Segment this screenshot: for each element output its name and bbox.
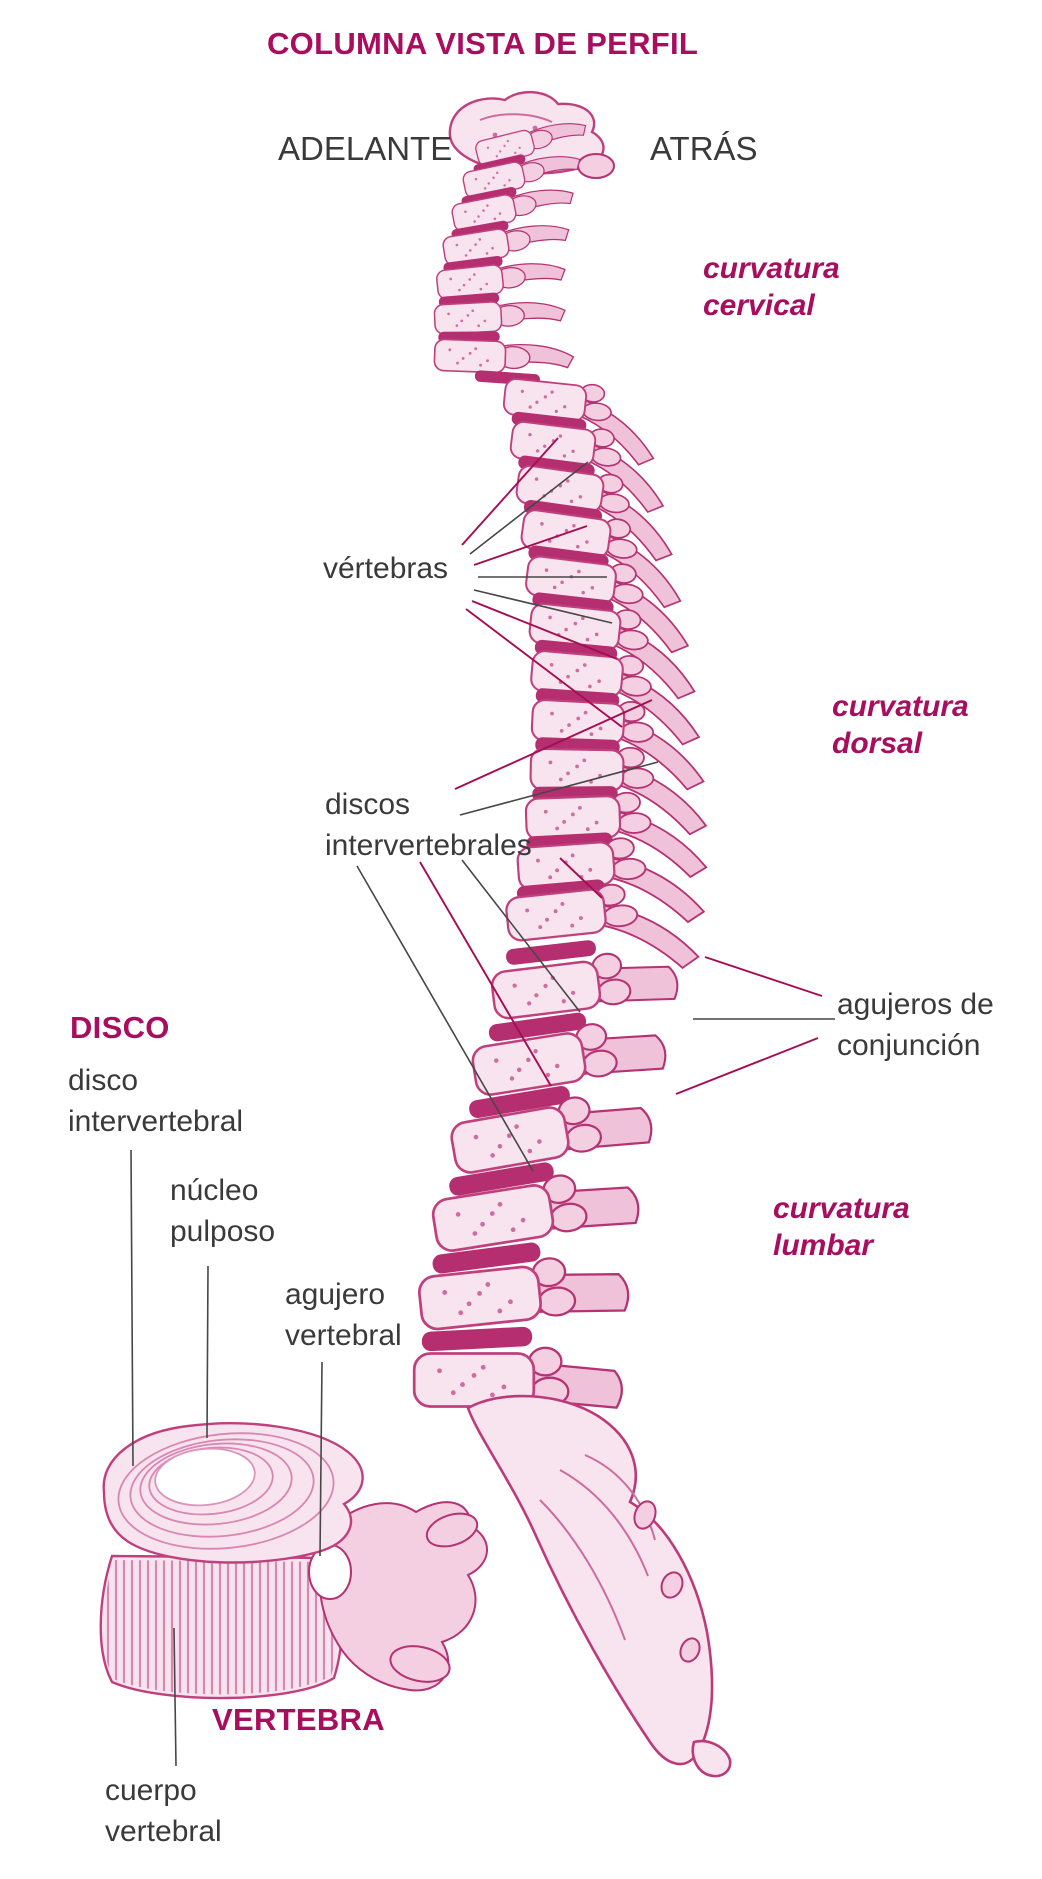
disc-and-vertebra-drawing (99, 1422, 488, 1700)
leader-line (459, 761, 659, 816)
curvature-cervical-line1: curvatura (703, 252, 840, 285)
vertebra (417, 1257, 630, 1331)
leader-line (469, 461, 589, 555)
leader-line (206, 1265, 209, 1439)
curvature-dorsal-line1: curvatura (832, 690, 969, 723)
vertebra (471, 1023, 667, 1096)
leader-line (559, 857, 603, 899)
leader-line (473, 525, 588, 566)
vertebra (433, 338, 575, 374)
leader-line (454, 699, 653, 790)
disco-line2: intervertebral (68, 1105, 244, 1138)
nucleo-line1: núcleo (170, 1174, 259, 1207)
disco-intervertebral-label: disco intervertebral (68, 1060, 243, 1142)
agujero-vertebral-label: agujero vertebral (285, 1274, 402, 1356)
discos-line1: discos (325, 788, 411, 821)
vertebra (442, 225, 570, 266)
curvature-cervical-label: curvatura cervical (703, 250, 840, 324)
intervertebral-disc (432, 1242, 541, 1274)
curvature-lumbar-label: curvatura lumbar (773, 1190, 910, 1264)
intervertebral-disc (421, 1326, 533, 1352)
vertebra (490, 952, 679, 1020)
leader-line (356, 865, 534, 1172)
leader-lines (130, 437, 835, 1767)
vertebra (502, 378, 655, 466)
vertebra (516, 837, 706, 924)
vertebra (433, 301, 566, 335)
agujeros-line1: agujeros de (837, 988, 994, 1021)
leader-line (173, 1627, 177, 1767)
vertebra (505, 883, 700, 970)
leader-line (473, 589, 613, 624)
leader-line (465, 608, 623, 728)
leader-line (461, 859, 581, 1013)
leader-line (130, 1149, 134, 1467)
agujero-v-line1: agujero (285, 1278, 386, 1311)
agujeros-conjuncion-label: agujeros de conjunción (837, 984, 994, 1066)
cuerpo-line2: vertebral (105, 1815, 222, 1848)
sacrum-coccyx (466, 1394, 732, 1778)
vertebra (431, 1174, 640, 1252)
nucleo-pulposo-label: núcleo pulposo (170, 1170, 275, 1252)
intervertebral-disc (488, 1012, 587, 1042)
orientation-front-label: ADELANTE (278, 130, 453, 167)
intervertebral-disc (449, 1162, 554, 1196)
intervertebral-disc (469, 1085, 570, 1119)
leader-line (471, 600, 618, 660)
intervertebral-disc (506, 940, 596, 965)
vertebra (436, 263, 566, 300)
vertebra (529, 746, 708, 836)
nucleo-line2: pulposo (170, 1215, 276, 1248)
curvature-dorsal-label: curvatura dorsal (832, 688, 969, 762)
disco-section-heading: DISCO (70, 1010, 170, 1045)
curvature-lumbar-line1: curvatura (773, 1192, 910, 1225)
vertebra (528, 602, 696, 700)
vertebra-section-heading: VERTEBRA (212, 1702, 385, 1737)
curvature-dorsal-line2: dorsal (832, 727, 923, 760)
agujeros-line2: conjunción (837, 1029, 981, 1062)
leader-line (704, 956, 823, 997)
vertebra (524, 791, 708, 879)
page-title: COLUMNA VISTA DE PERFIL (267, 26, 699, 61)
vertebra (530, 650, 701, 746)
vertebras-label: vértebras (323, 552, 449, 585)
cuerpo-vertebral-label: cuerpo vertebral (105, 1770, 222, 1852)
leader-line (319, 1361, 323, 1557)
disco-line1: disco (68, 1064, 139, 1097)
agujero-v-line2: vertebral (285, 1319, 402, 1352)
discos-intervertebrales-label: discos intervertebrales (325, 784, 532, 866)
curvature-lumbar-line2: lumbar (773, 1229, 874, 1262)
cuerpo-line1: cuerpo (105, 1774, 197, 1807)
leader-line (461, 437, 559, 546)
leader-line (419, 861, 552, 1087)
discos-line2: intervertebrales (325, 829, 532, 862)
vertebra (475, 123, 587, 167)
vertebra (525, 555, 690, 654)
spinal-column-drawing (412, 90, 732, 1778)
vertebra (450, 1096, 653, 1174)
leader-line (675, 1037, 819, 1095)
orientation-back-label: ATRÁS (650, 130, 758, 167)
curvature-cervical-line2: cervical (703, 289, 815, 322)
